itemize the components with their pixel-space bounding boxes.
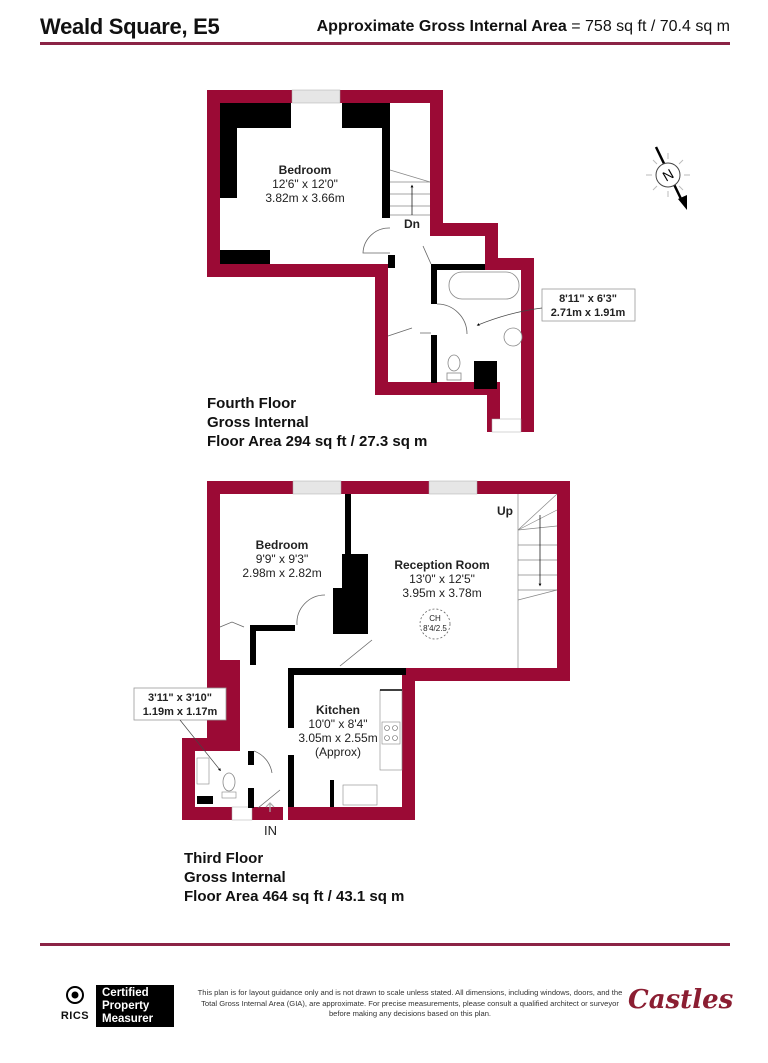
total-area: Approximate Gross Internal Area = 758 sq… xyxy=(317,18,730,36)
floor-plans: Dn Bedroom 12'6" x 12'0" 3.82m x 3.66m 8… xyxy=(133,89,690,838)
svg-text:2.71m x 1.91m: 2.71m x 1.91m xyxy=(551,307,626,319)
rics-text: RICS xyxy=(60,1010,90,1022)
stairs-dn-label: Dn xyxy=(404,217,420,231)
badge-line-2: Property xyxy=(102,1000,150,1012)
room-kitchen: Kitchen 10'0" x 8'4" 3.05m x 2.55m (Appr… xyxy=(298,703,377,759)
third-floor-area: Floor Area 464 sq ft / 43.1 sq m xyxy=(184,888,405,905)
castles-logo: Castles xyxy=(628,985,734,1015)
third-floor-name: Third Floor xyxy=(184,850,264,867)
room-bedroom-4f: Bedroom 12'6" x 12'0" 3.82m x 3.66m xyxy=(265,163,344,205)
page-footer: RICS Certified Property Measurer This pl… xyxy=(40,975,734,1035)
svg-text:12'6" x 12'0": 12'6" x 12'0" xyxy=(272,177,338,191)
page-header: Weald Square, E5 Approximate Gross Inter… xyxy=(40,10,730,46)
svg-text:3.05m x 2.55m: 3.05m x 2.55m xyxy=(298,731,377,745)
svg-text:3.82m x 3.66m: 3.82m x 3.66m xyxy=(265,191,344,205)
rics-logo: RICS xyxy=(58,985,92,1022)
svg-text:CH: CH xyxy=(429,614,441,623)
header-divider xyxy=(40,42,730,45)
svg-text:3.95m x 3.78m: 3.95m x 3.78m xyxy=(402,586,481,600)
third-floor-label: Third Floor Gross Internal Floor Area 46… xyxy=(184,849,404,906)
badge-line-3: Measurer xyxy=(102,1013,154,1025)
svg-text:13'0" x 12'5": 13'0" x 12'5" xyxy=(409,572,475,586)
room-reception: Reception Room 13'0" x 12'5" 3.95m x 3.7… xyxy=(394,558,489,600)
property-title: Weald Square, E5 xyxy=(40,14,220,39)
bathroom-dimension-callout: 8'11" x 6'3" 2.71m x 1.91m xyxy=(476,288,636,326)
fourth-floor-area: Floor Area 294 sq ft / 27.3 sq m xyxy=(207,433,428,450)
svg-text:Kitchen: Kitchen xyxy=(316,703,360,717)
third-floor-plan: IN Up Bedroom 9'9" x 9'3" 2.98m x 2.82m … xyxy=(133,480,570,838)
fourth-floor-gia-label: Gross Internal xyxy=(207,414,309,431)
stairs-up-icon xyxy=(517,493,558,668)
certified-property-measurer-badge: Certified Property Measurer xyxy=(96,985,174,1027)
disclaimer-text: This plan is for layout guidance only an… xyxy=(197,988,623,1018)
total-area-value: = 758 sq ft / 70.4 sq m xyxy=(571,18,730,35)
svg-text:Reception Room: Reception Room xyxy=(394,558,489,572)
stairs-up-label: Up xyxy=(497,504,513,518)
fourth-floor-plan: Dn Bedroom 12'6" x 12'0" 3.82m x 3.66m 8… xyxy=(207,89,636,433)
room-bedroom-3f: Bedroom 9'9" x 9'3" 2.98m x 2.82m xyxy=(242,538,321,580)
rics-lion-icon xyxy=(66,986,84,1004)
entrance-label: IN xyxy=(264,823,277,838)
svg-text:1.19m x 1.17m: 1.19m x 1.17m xyxy=(143,706,218,718)
fourth-floor-name: Fourth Floor xyxy=(207,395,297,412)
footer-divider xyxy=(40,943,730,946)
svg-text:9'9" x 9'3": 9'9" x 9'3" xyxy=(256,552,308,566)
wc-dimension-callout: 3'11" x 3'10" 1.19m x 1.17m xyxy=(133,687,227,772)
svg-text:8'11" x 6'3": 8'11" x 6'3" xyxy=(559,293,617,305)
stairs-down-icon xyxy=(389,169,431,216)
svg-text:Bedroom: Bedroom xyxy=(256,538,309,552)
svg-text:10'0" x 8'4": 10'0" x 8'4" xyxy=(308,717,367,731)
north-arrow-icon: N xyxy=(646,146,690,210)
svg-text:8'4/2.5: 8'4/2.5 xyxy=(423,624,447,633)
ceiling-height-badge: CH 8'4/2.5 xyxy=(419,608,451,640)
third-floor-gia-label: Gross Internal xyxy=(184,869,286,886)
svg-text:2.98m x 2.82m: 2.98m x 2.82m xyxy=(242,566,321,580)
total-area-label: Approximate Gross Internal Area xyxy=(316,18,567,35)
svg-text:Bedroom: Bedroom xyxy=(279,163,332,177)
badge-line-1: Certified xyxy=(102,987,149,999)
svg-text:3'11" x 3'10": 3'11" x 3'10" xyxy=(148,692,212,704)
svg-text:(Approx): (Approx) xyxy=(315,745,361,759)
fourth-floor-label: Fourth Floor Gross Internal Floor Area 2… xyxy=(207,394,427,451)
